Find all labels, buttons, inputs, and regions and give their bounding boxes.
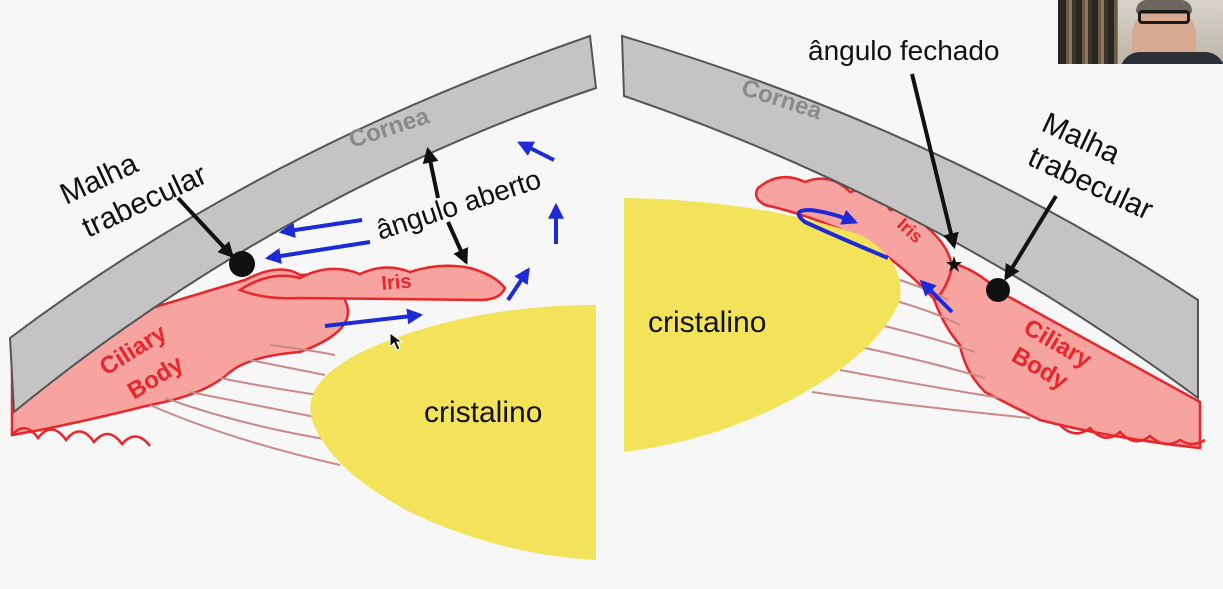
right-pointer-arrows [910,73,1058,281]
left-trabecular-meshwork [229,251,255,277]
left-angle-label: ângulo aberto [372,163,544,245]
left-iris [237,264,507,302]
mouse-cursor-icon [389,332,404,351]
left-ciliary-wavy-edge [11,427,151,447]
left-cornea [8,34,598,415]
pointer-arrow-icon [422,146,440,199]
presenter-shirt [1120,52,1223,64]
right-panel-closed-angle: Cornea ângulo fechado Malha trabecular I… [620,34,1206,452]
right-lens-label: cristalino [648,306,766,339]
flow-arrow-icon [919,279,954,314]
left-pointer-arrows [176,146,469,265]
flow-arrow-icon [278,218,363,239]
pointer-arrow-icon [1004,194,1058,281]
left-lens-label: cristalino [424,396,542,429]
left-zonule-fibers [149,344,341,466]
flow-arrow-icon [506,267,530,302]
right-cornea [620,34,1199,400]
pointer-arrow-icon [446,221,469,265]
left-panel-open-angle: Cornea Malha trabecular ângulo aberto Ir… [8,34,598,560]
pointer-arrow-icon [176,196,235,259]
right-ciliary-wavy-edge [1059,424,1206,446]
left-lens [310,305,596,560]
left-iris-label: Iris [381,270,413,295]
flow-arrow-icon [517,141,555,162]
closed-angle-star-icon [946,256,962,272]
presenter-webcam-thumbnail [1058,0,1223,64]
bookshelf-background [1060,0,1118,64]
right-lens [624,198,901,452]
left-ciliary-body [10,268,350,437]
right-angle-label: ângulo fechado [808,35,1000,66]
flow-arrow-icon [324,308,424,328]
flow-arrow-icon [796,207,889,260]
right-trabecular-meshwork [986,278,1010,302]
right-aqueous-flow-arrows [796,207,954,314]
flow-arrow-icon [264,240,371,264]
glasses-icon [1138,10,1190,24]
pointer-arrow-icon [910,73,959,250]
left-aqueous-flow-arrows [264,141,564,328]
